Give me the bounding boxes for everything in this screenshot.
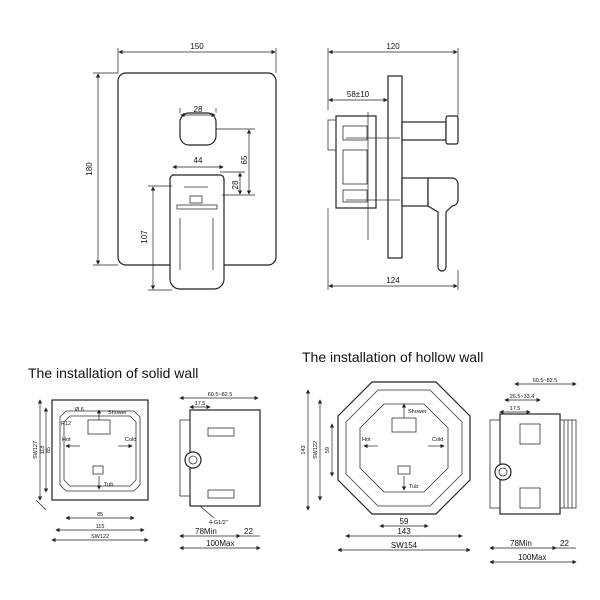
- dim-65: 65: [240, 155, 249, 164]
- hollow-port: [494, 463, 512, 481]
- dim-58: 58±10: [347, 90, 370, 99]
- hollow-d59: 59: [400, 517, 409, 526]
- hollow-cold-label: Cold: [432, 437, 443, 443]
- solid-h85: 85: [46, 447, 52, 453]
- dim-124: 124: [386, 276, 400, 285]
- solid-side-top2: 17.5: [195, 401, 206, 407]
- brand-logo: [189, 195, 203, 204]
- diverter-spindle: [401, 121, 447, 141]
- side-view: 120 58±10 124: [327, 42, 459, 290]
- solid-cold-label: Cold: [125, 437, 136, 443]
- hollow-hot-label: Hot: [362, 437, 371, 443]
- lever-handle: [169, 174, 225, 290]
- solid-22: 22: [244, 527, 253, 536]
- hollow-100max: 100Max: [518, 553, 546, 562]
- hollow-mounting-frame: [337, 381, 471, 515]
- hollow-sw154: SW154: [391, 541, 418, 550]
- solid-mounting-box: [51, 399, 149, 501]
- front-view: 150 180 28 44 65 28 107: [85, 42, 277, 291]
- solid-side-top1: 60.5~82.5: [208, 392, 233, 398]
- hollow-side-box: [499, 413, 561, 515]
- solid-phi-label: Ø 6: [75, 407, 84, 413]
- solid-sw127: SW127: [33, 441, 39, 459]
- hollow-78min: 78Min: [510, 539, 532, 548]
- dim-44: 44: [194, 156, 203, 165]
- solid-sw122: SW122: [91, 534, 109, 540]
- hollow-wall-heading: The installation of hollow wall: [302, 349, 483, 365]
- hollow-22: 22: [560, 539, 569, 548]
- solid-tub-label: Tub: [104, 482, 113, 488]
- solid-d115: 115: [96, 524, 105, 530]
- solid-78min: 78Min: [195, 527, 217, 536]
- hollow-tub-label: Tub: [409, 484, 418, 490]
- dim-107: 107: [140, 230, 149, 244]
- dim-150: 150: [190, 42, 204, 51]
- hollow-sw122: SW122: [313, 441, 319, 459]
- solid-port: [184, 451, 202, 469]
- hollow-front-view: Shower Hot Cold Tub 143 SW122 59 59 143 …: [301, 381, 471, 553]
- solid-hot-label: Hot: [62, 437, 71, 443]
- valve-body: [335, 115, 377, 209]
- solid-r12-label: R12: [61, 421, 71, 427]
- hollow-side-top2: 26.5~33.4: [510, 394, 535, 400]
- solid-side-view: 60.5~82.5 17.5 4-G1/2" 78Min 22 100Max: [179, 392, 261, 551]
- hollow-d143: 143: [397, 527, 411, 536]
- side-lever: [427, 177, 459, 272]
- hollow-side-top3: 17.5: [510, 406, 521, 412]
- solid-d85: 85: [97, 512, 103, 518]
- hollow-side-view: 60.5~82.5 26.5~33.4 17.5 78Min 22 100Max: [489, 378, 577, 565]
- solid-g-thread: 4-G1/2": [209, 520, 228, 526]
- diverter-knob: [179, 112, 217, 146]
- hollow-h59: 59: [325, 447, 331, 453]
- solid-shower-label: Shower: [108, 410, 127, 416]
- dim-28-handle: 28: [231, 180, 240, 189]
- wall-plate: [387, 75, 403, 259]
- dim-28-knob: 28: [194, 105, 203, 114]
- dim-120: 120: [386, 42, 400, 51]
- solid-h118: 118: [40, 446, 46, 455]
- dim-180: 180: [85, 162, 94, 176]
- hollow-h143: 143: [301, 445, 307, 454]
- hollow-side-top1: 60.5~82.5: [533, 378, 558, 384]
- solid-100max: 100Max: [206, 539, 234, 548]
- solid-wall-heading: The installation of solid wall: [28, 365, 198, 381]
- hollow-shower-label: Shower: [408, 409, 427, 415]
- solid-front-view: Shower Hot Cold Tub Ø 6 R12 SW127 118 85…: [33, 399, 149, 543]
